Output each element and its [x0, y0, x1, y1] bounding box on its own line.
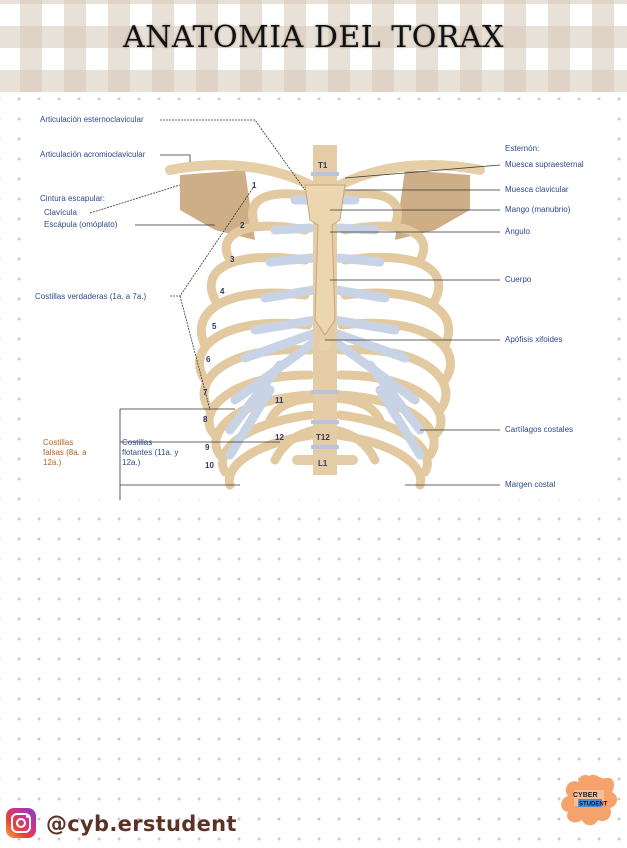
label-muesca-supraesternal: Muesca supraesternal	[505, 160, 584, 169]
svg-text:12: 12	[275, 433, 284, 442]
svg-text:3: 3	[230, 255, 235, 264]
svg-text:4: 4	[220, 287, 225, 296]
svg-text:T1: T1	[318, 161, 328, 170]
label-apofisis-xifoides: Apófisis xifoides	[505, 335, 563, 344]
svg-text:T12: T12	[316, 433, 330, 442]
svg-text:STUDENT: STUDENT	[579, 802, 608, 808]
instagram-ring	[11, 813, 31, 833]
label-articulacion-acromioclavicular: Articulación acromioclavicular	[40, 150, 146, 159]
svg-text:11: 11	[275, 396, 284, 405]
label-esternon: Esternón:	[505, 144, 540, 153]
instagram-icon[interactable]	[6, 808, 36, 838]
svg-text:6: 6	[206, 355, 211, 364]
brand-logo: CYBER STUDENT	[556, 770, 622, 830]
svg-text:10: 10	[205, 461, 214, 470]
social-handle[interactable]: @cyb.erstudent	[46, 812, 237, 836]
label-articulacion-esternoclavicular: Articulación esternoclavicular	[40, 115, 144, 124]
label-escapula: Escápula (omóplato)	[44, 220, 118, 229]
svg-text:9: 9	[205, 443, 210, 452]
svg-text:2: 2	[240, 221, 245, 230]
svg-text:5: 5	[212, 322, 217, 331]
label-costillas-flotantes: Costillas flotantes (11a. y 12a.)	[122, 438, 179, 467]
paint-splash-icon: CYBER STUDENT	[561, 774, 618, 826]
svg-text:1: 1	[252, 181, 257, 190]
gingham-header: ANATOMIA DEL TORAX	[0, 0, 627, 92]
label-costillas-verdaderas: Costillas verdaderas (1a. a 7a.)	[35, 292, 147, 301]
instagram-dot	[26, 815, 29, 818]
instagram-lens	[16, 818, 26, 828]
label-cartilagos-costales: Cartílagos costales	[505, 425, 574, 434]
svg-text:CYBER: CYBER	[573, 792, 598, 799]
svg-text:L1: L1	[318, 459, 328, 468]
label-margen-costal: Margen costal	[505, 480, 556, 489]
label-muesca-clavicular: Muesca clavicular	[505, 185, 569, 194]
page-title: ANATOMIA DEL TORAX	[123, 20, 504, 55]
label-angulo: Ángulo	[505, 227, 530, 236]
label-mango: Mango (manubrio)	[505, 205, 571, 214]
svg-text:8: 8	[203, 415, 208, 424]
label-cuerpo: Cuerpo	[505, 275, 532, 284]
label-clavicula: Clavícula	[44, 208, 77, 217]
label-costillas-falsas: Costillas falsas (8a. a 12a.)	[43, 438, 87, 467]
svg-text:7: 7	[203, 388, 208, 397]
label-cintura-escapular: Cintura escapular:	[40, 194, 105, 203]
